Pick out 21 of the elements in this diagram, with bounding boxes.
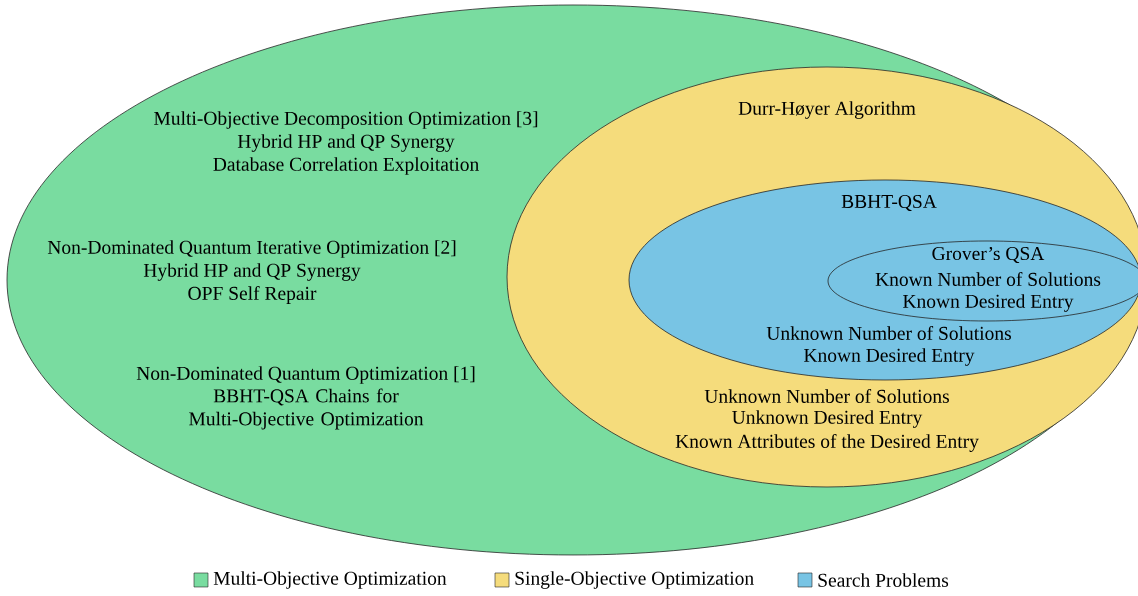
ellipse-label: Database Correlation Exploitation	[213, 157, 479, 175]
ellipse-label: Non-Dominated Quantum Optimization [1]	[136, 366, 475, 384]
legend-label: Multi-Objective Optimization	[213, 571, 447, 589]
ellipse-label: Multi-Objective Decomposition Optimization [3]	[154, 111, 538, 129]
ellipse-label: BBHT-QSA Chains for Multi-Objective Optimization	[189, 388, 424, 430]
ellipse-label: Unknown Number of Solutions	[766, 326, 1011, 340]
ellipse-label: Known Desired Entry	[804, 348, 975, 366]
legend-label: Search Problems	[818, 573, 949, 587]
ellipse-label: Hybrid HP and QP Synergy	[237, 134, 455, 152]
ellipse-label: Known Number of Solutions	[875, 272, 1101, 286]
ellipse-label: Known Attributes of the Desired Entry	[675, 434, 979, 452]
ellipse-label: Non-Dominated Quantum Iterative Optimization [2]	[47, 240, 456, 258]
ellipse-label: OPF Self Repair	[188, 286, 317, 304]
ellipse-label: Unknown Number of Solutions	[704, 389, 949, 403]
legend-label: Single-Objective Optimization	[515, 571, 754, 589]
ellipse-label: Known Desired Entry	[903, 294, 1074, 312]
ellipse-label: BBHT-QSA	[841, 194, 937, 212]
ellipse-label: Durr-Høyer Algorithm	[738, 101, 916, 119]
ellipse-label: Grover’s QSA	[932, 246, 1045, 264]
ellipse-label: Hybrid HP and QP Synergy	[143, 263, 361, 281]
ellipse-label: Unknown Desired Entry	[732, 410, 923, 428]
